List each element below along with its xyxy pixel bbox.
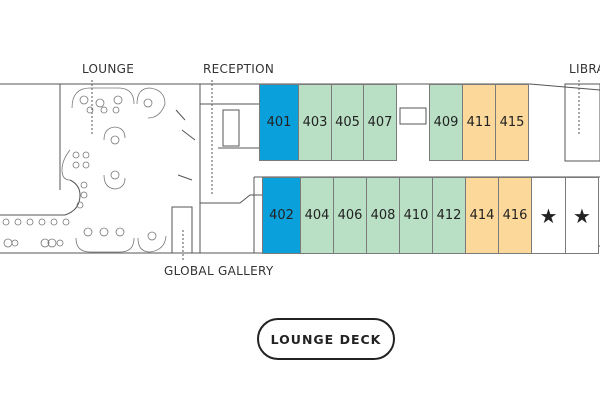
- cabin-408[interactable]: 408: [366, 177, 400, 254]
- lounge-label: LOUNGE: [82, 62, 135, 76]
- cabin-404[interactable]: 404: [300, 177, 334, 254]
- cabin-405[interactable]: 405: [331, 84, 364, 161]
- global-gallery-label: GLOBAL GALLERY: [164, 264, 274, 278]
- cabin-414[interactable]: 414: [465, 177, 499, 254]
- cabin-407[interactable]: 407: [363, 84, 397, 161]
- library-label: LIBRA: [569, 62, 600, 76]
- reception-label: RECEPTION: [203, 62, 275, 76]
- lounge-deck-button[interactable]: LOUNGE DECK: [257, 318, 395, 360]
- cabin-409[interactable]: 409: [429, 84, 463, 161]
- cabin-412[interactable]: 412: [432, 177, 466, 254]
- cabin-star[interactable]: ★: [531, 177, 566, 254]
- cabin-401[interactable]: 401: [259, 84, 299, 161]
- cabin-410[interactable]: 410: [399, 177, 433, 254]
- cabin-411[interactable]: 411: [462, 84, 496, 161]
- lounge-furniture: [2, 87, 167, 253]
- cabin-403[interactable]: 403: [298, 84, 332, 161]
- cabin-415[interactable]: 415: [495, 84, 529, 161]
- cabin-402[interactable]: 402: [262, 177, 301, 254]
- cabin-406[interactable]: 406: [333, 177, 367, 254]
- cabin-416[interactable]: 416: [498, 177, 532, 254]
- cabin-star[interactable]: ★: [565, 177, 599, 254]
